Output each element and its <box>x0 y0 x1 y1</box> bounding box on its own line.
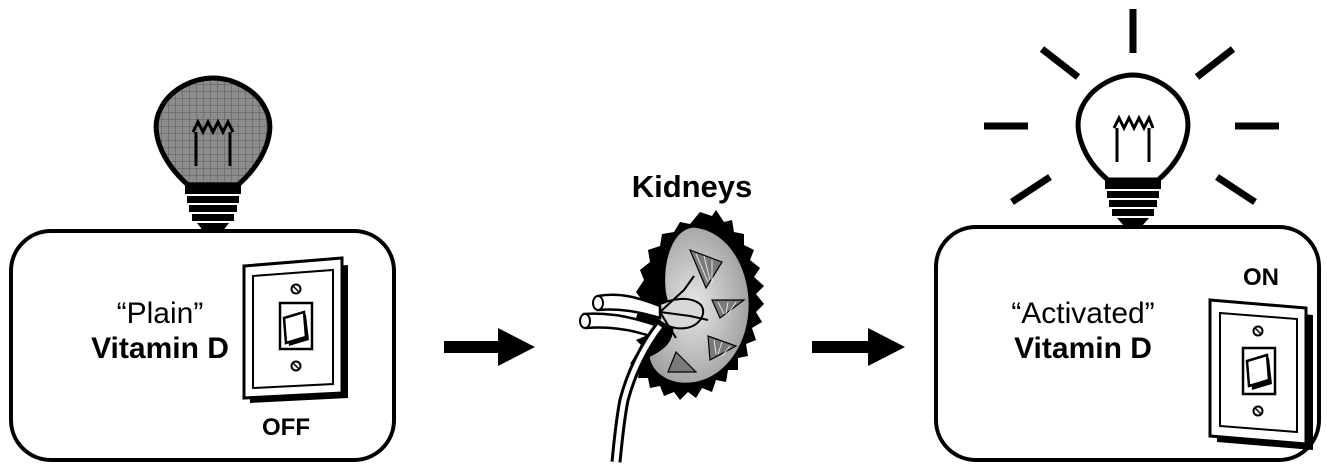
unlit-bulb-icon <box>156 78 270 232</box>
activated-label: “Activated” <box>1011 297 1154 330</box>
off-label: OFF <box>262 414 310 441</box>
plain-label: “Plain” <box>117 297 204 330</box>
arrow-right-icon <box>812 328 905 366</box>
kidneys-label: Kidneys <box>632 169 753 204</box>
lit-bulb-icon <box>1078 75 1188 226</box>
light-switch-on-icon <box>1210 300 1313 450</box>
arrow-right-icon <box>444 328 535 366</box>
kidney-icon <box>580 210 764 462</box>
light-switch-off-icon <box>244 258 348 403</box>
vitamin-d-label-left: Vitamin D <box>91 332 229 365</box>
vitamin-d-label-right: Vitamin D <box>1014 332 1152 365</box>
on-label: ON <box>1243 264 1279 291</box>
